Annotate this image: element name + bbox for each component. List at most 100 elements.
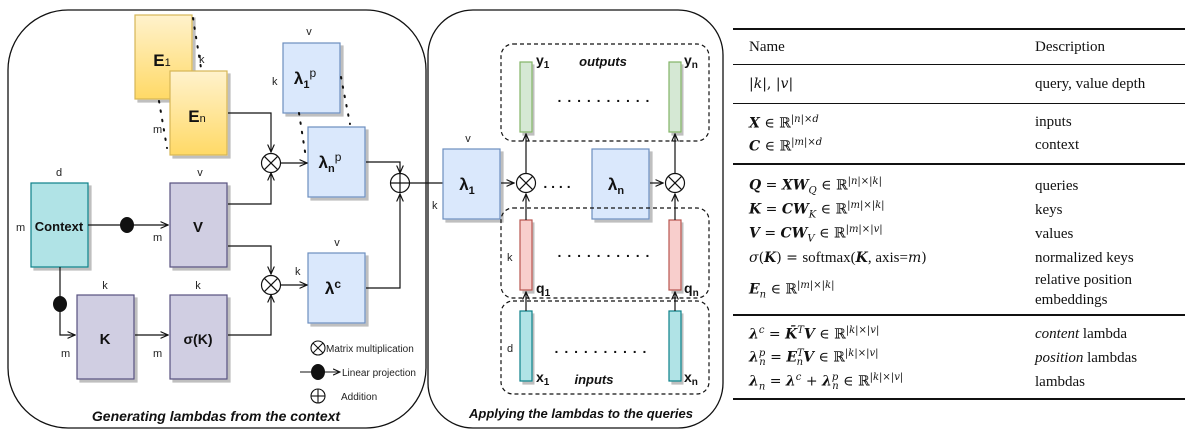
row-name: V = CWV ∈ ℝ|m|×|v| <box>749 223 883 245</box>
q1-label: q1 <box>536 280 551 299</box>
en-sub: n <box>200 113 206 125</box>
query-qn-bar <box>668 219 682 291</box>
k-box: K <box>76 294 135 380</box>
e-k-label: k <box>199 54 205 66</box>
svg-text:En: En <box>188 107 205 126</box>
context-d-label: d <box>56 167 62 179</box>
context-m-label: m <box>16 222 25 234</box>
embedding-en-box: En <box>169 70 228 156</box>
table-header-row: Name Description <box>733 30 1185 64</box>
addition-icon <box>389 172 411 194</box>
table-row: V = CWV ∈ ℝ|m|×|v| values <box>733 222 1185 246</box>
table-bottom-rule <box>733 398 1185 400</box>
table-rule <box>733 314 1185 316</box>
row-name: En ∈ ℝ|m|×|k| <box>749 279 835 301</box>
linear-projection-icon <box>300 364 340 380</box>
lambda1p-k-label: k <box>272 76 278 88</box>
queries-ellipsis: . . . . . . . . . . <box>558 244 651 260</box>
lambdac-box: λc <box>307 252 366 324</box>
inputs-group <box>500 300 710 395</box>
row-description: normalized keys <box>1035 249 1134 266</box>
table-row: K = CWK ∈ ℝ|m|×|k| keys <box>733 198 1185 222</box>
matrix-multiplication-icon <box>664 172 686 194</box>
row-description: queries <box>1035 177 1079 194</box>
notation-table: Name Description |k|, |v| query, value d… <box>733 28 1185 400</box>
table-row: C ∈ ℝ|m|×d context <box>733 134 1185 157</box>
k-m-label: m <box>61 348 70 360</box>
left-panel: E1 En k m λ1p v k λnp Context d <box>7 9 458 429</box>
e-m-label: m <box>153 124 162 136</box>
row-description: inputs <box>1035 114 1072 130</box>
sigma-k-box: σ(K) <box>169 294 228 380</box>
k-k-label: k <box>102 280 108 292</box>
inputs-label: inputs <box>575 372 614 387</box>
row-name: K = CWK ∈ ℝ|m|×|k| <box>749 199 885 221</box>
lambdac-v-label: v <box>334 237 340 249</box>
header-description: Description <box>1035 38 1105 55</box>
svg-text:λ1: λ1 <box>459 175 475 197</box>
v-m-label: m <box>153 232 162 244</box>
output-y1-bar <box>519 61 533 133</box>
right-panel: y1 yn outputs . . . . . . . . . . λ1 v k… <box>427 9 724 429</box>
outputs-label: outputs <box>579 54 627 69</box>
table-rule <box>733 103 1185 104</box>
k-label: K <box>100 331 111 348</box>
input-xn-bar <box>668 310 682 382</box>
right-connectors <box>501 134 675 311</box>
row-description: values <box>1035 225 1074 242</box>
table-row: λn = λc + λpn ∈ ℝ|k|×|v| lambdas <box>733 370 1185 394</box>
table-rule <box>733 163 1185 165</box>
row-description: query, value depth <box>1035 75 1146 92</box>
table-group-lambdas: λc = K̄TV ∈ ℝ|k|×|v| content lambda λpn … <box>733 316 1185 398</box>
svg-text:λn: λn <box>608 175 624 197</box>
svg-text:Matrix multiplication: Matrix multiplication <box>326 344 414 355</box>
lambdan-box: λn <box>591 148 650 220</box>
row-description: position lambdas <box>1035 349 1138 366</box>
yn-label: yn <box>684 52 698 71</box>
svg-text:E1: E1 <box>153 51 170 70</box>
lambda1p-box: λ1p <box>282 42 341 114</box>
sigma-k-k-label: k <box>195 280 201 292</box>
lambda1-v-label: v <box>465 133 471 145</box>
row-name: C ∈ ℝ|m|×d <box>749 136 823 155</box>
table-group-projections: Q = XWQ ∈ ℝ|n|×|k| queries K = CWK ∈ ℝ|m… <box>733 165 1185 314</box>
row-name: X ∈ ℝ|n|×d <box>749 113 819 132</box>
table-row: λpn = ETnV ∈ ℝ|k|×|v| position lambdas <box>733 346 1185 370</box>
lambda1-box: λ1 <box>442 148 501 220</box>
e1-sub: 1 <box>165 57 171 69</box>
matrix-multiplication-icon <box>260 274 282 296</box>
lambda1-k-label: k <box>432 200 438 212</box>
svg-text:λnp: λnp <box>319 150 342 175</box>
svg-text:Linear projection: Linear projection <box>342 368 416 379</box>
query-q1-bar <box>519 219 533 291</box>
row-name: λpn = ETnV ∈ ℝ|k|×|v| <box>749 347 879 369</box>
lambda-diagram: E1 En k m λ1p v k λnp Context d <box>7 9 724 429</box>
row-description: context <box>1035 137 1080 153</box>
row-name: λc = K̄TV ∈ ℝ|k|×|v| <box>749 325 880 343</box>
x-d-label: d <box>507 343 513 355</box>
outputs-group <box>500 43 710 142</box>
xn-label: xn <box>684 369 698 388</box>
outputs-ellipsis: . . . . . . . . . . <box>558 89 651 105</box>
queries-group <box>500 207 710 299</box>
linear-projection-icon <box>53 296 67 312</box>
row-description: relative position embeddings <box>1035 272 1133 308</box>
lambdanp-box: λnp <box>307 126 366 198</box>
sigma-k-m-label: m <box>153 348 162 360</box>
lambda-ellipsis: . . . . <box>543 175 570 191</box>
linear-projection-icon <box>120 217 134 233</box>
table-row: |k|, |v| query, value depth <box>733 65 1185 103</box>
legend: Matrix multiplication Linear projection … <box>300 340 416 404</box>
matrix-multiplication-icon <box>515 172 537 194</box>
table-rule <box>733 64 1185 65</box>
table-row: λc = K̄TV ∈ ℝ|k|×|v| content lambda <box>733 322 1185 346</box>
v-label: V <box>193 219 203 236</box>
row-name: Q = XWQ ∈ ℝ|n|×|k| <box>749 175 882 197</box>
table-row: σ(K) = softmax(K, axis=m) normalized key… <box>733 246 1185 270</box>
table-row: En ∈ ℝ|m|×|k| relative position embeddin… <box>733 270 1185 310</box>
table-top-rule <box>733 28 1185 30</box>
header-name: Name <box>749 38 785 55</box>
lambda1p-v-label: v <box>306 26 312 38</box>
matrix-multiplication-icon <box>310 340 326 356</box>
e-stack-dots-bottom <box>158 100 168 149</box>
